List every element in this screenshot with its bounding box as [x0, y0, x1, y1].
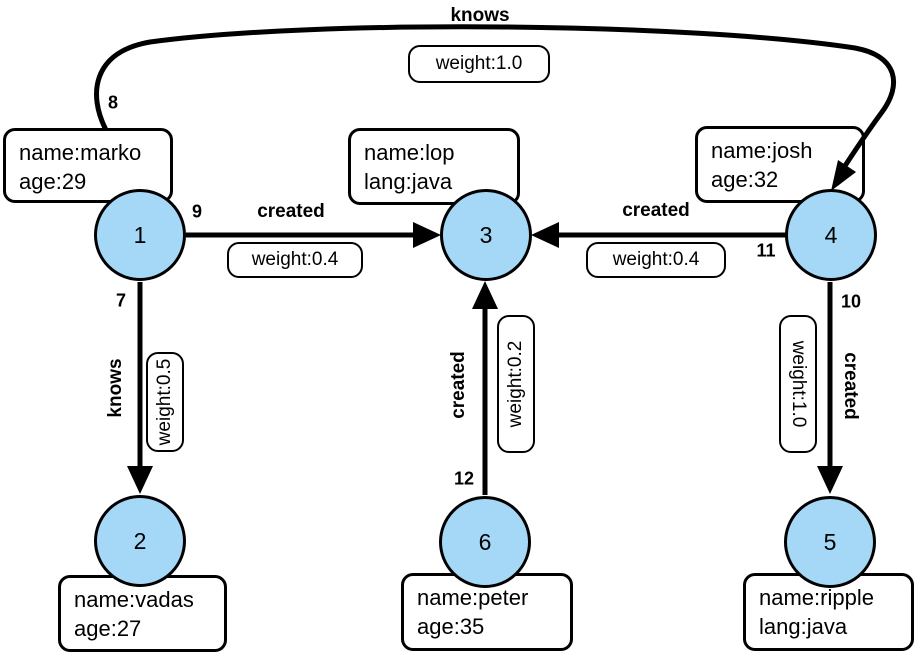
edge-10-label: created: [840, 352, 861, 420]
edge-10-id: 10: [840, 291, 862, 312]
node-6: 6: [439, 496, 531, 588]
prop-line: lang:java: [759, 614, 848, 639]
edge-11-weight-box: weight:0.4: [586, 242, 726, 278]
propbox-ripple: name:ripple lang:java: [743, 573, 914, 651]
node-3: 3: [440, 189, 532, 281]
edge-11-id: 11: [756, 240, 776, 261]
node-2: 2: [94, 495, 186, 587]
node-id: 5: [823, 528, 837, 555]
edge-11-label: created: [622, 200, 690, 221]
prop-line: name:lop: [364, 140, 455, 165]
edge-8-weight: weight:1.0: [435, 53, 523, 74]
node-5: 5: [784, 496, 876, 588]
edge-9-weight-box: weight:0.4: [227, 242, 363, 278]
node-id: 2: [133, 527, 147, 554]
node-id: 3: [479, 221, 493, 248]
edge-12-arrowhead: [472, 281, 498, 309]
propbox-vadas: name:vadas age:27: [58, 575, 227, 652]
prop-line: age:35: [417, 614, 485, 639]
prop-line: name:vadas: [74, 587, 194, 612]
edge-8-id: 8: [107, 92, 119, 113]
edge-12-id: 12: [453, 468, 475, 489]
edge-9-weight: weight:0.4: [251, 249, 339, 270]
edge-11-arrowhead: [531, 222, 559, 248]
edge-12-weight: weight:0.2: [505, 340, 526, 428]
node-id: 1: [133, 221, 147, 248]
prop-line: name:peter: [417, 585, 529, 610]
node-4: 4: [785, 189, 877, 281]
node-1: 1: [94, 189, 186, 281]
edge-11-weight: weight:0.4: [612, 249, 700, 270]
node-id: 4: [824, 221, 838, 248]
edge-10-weight-box: weight:1.0: [779, 315, 817, 453]
prop-line: name:ripple: [759, 585, 874, 610]
edge-7-label: knows: [105, 358, 126, 418]
edge-7-weight: weight:0.5: [154, 358, 175, 446]
edge-12-label: created: [448, 351, 469, 419]
edge-9-label: created: [257, 201, 325, 222]
edge-10-weight: weight:1.0: [788, 340, 809, 428]
edge-8-label: knows: [450, 5, 510, 26]
propbox-peter: name:peter age:35: [401, 573, 573, 651]
prop-line: name:josh: [711, 138, 813, 163]
edge-7-weight-box: weight:0.5: [146, 352, 184, 452]
edge-7-id: 7: [115, 290, 127, 311]
edge-10-arrowhead: [817, 466, 843, 494]
prop-line: age:29: [19, 169, 87, 194]
node-id: 6: [478, 528, 492, 555]
edge-8-weight-box: weight:1.0: [408, 45, 550, 83]
prop-line: name:marko: [19, 140, 142, 165]
edge-12-weight-box: weight:0.2: [497, 315, 535, 453]
prop-line: age:27: [74, 616, 142, 641]
edge-9-id: 9: [191, 201, 203, 222]
edge-7-arrowhead: [127, 466, 153, 494]
edge-9-arrowhead: [413, 222, 441, 248]
